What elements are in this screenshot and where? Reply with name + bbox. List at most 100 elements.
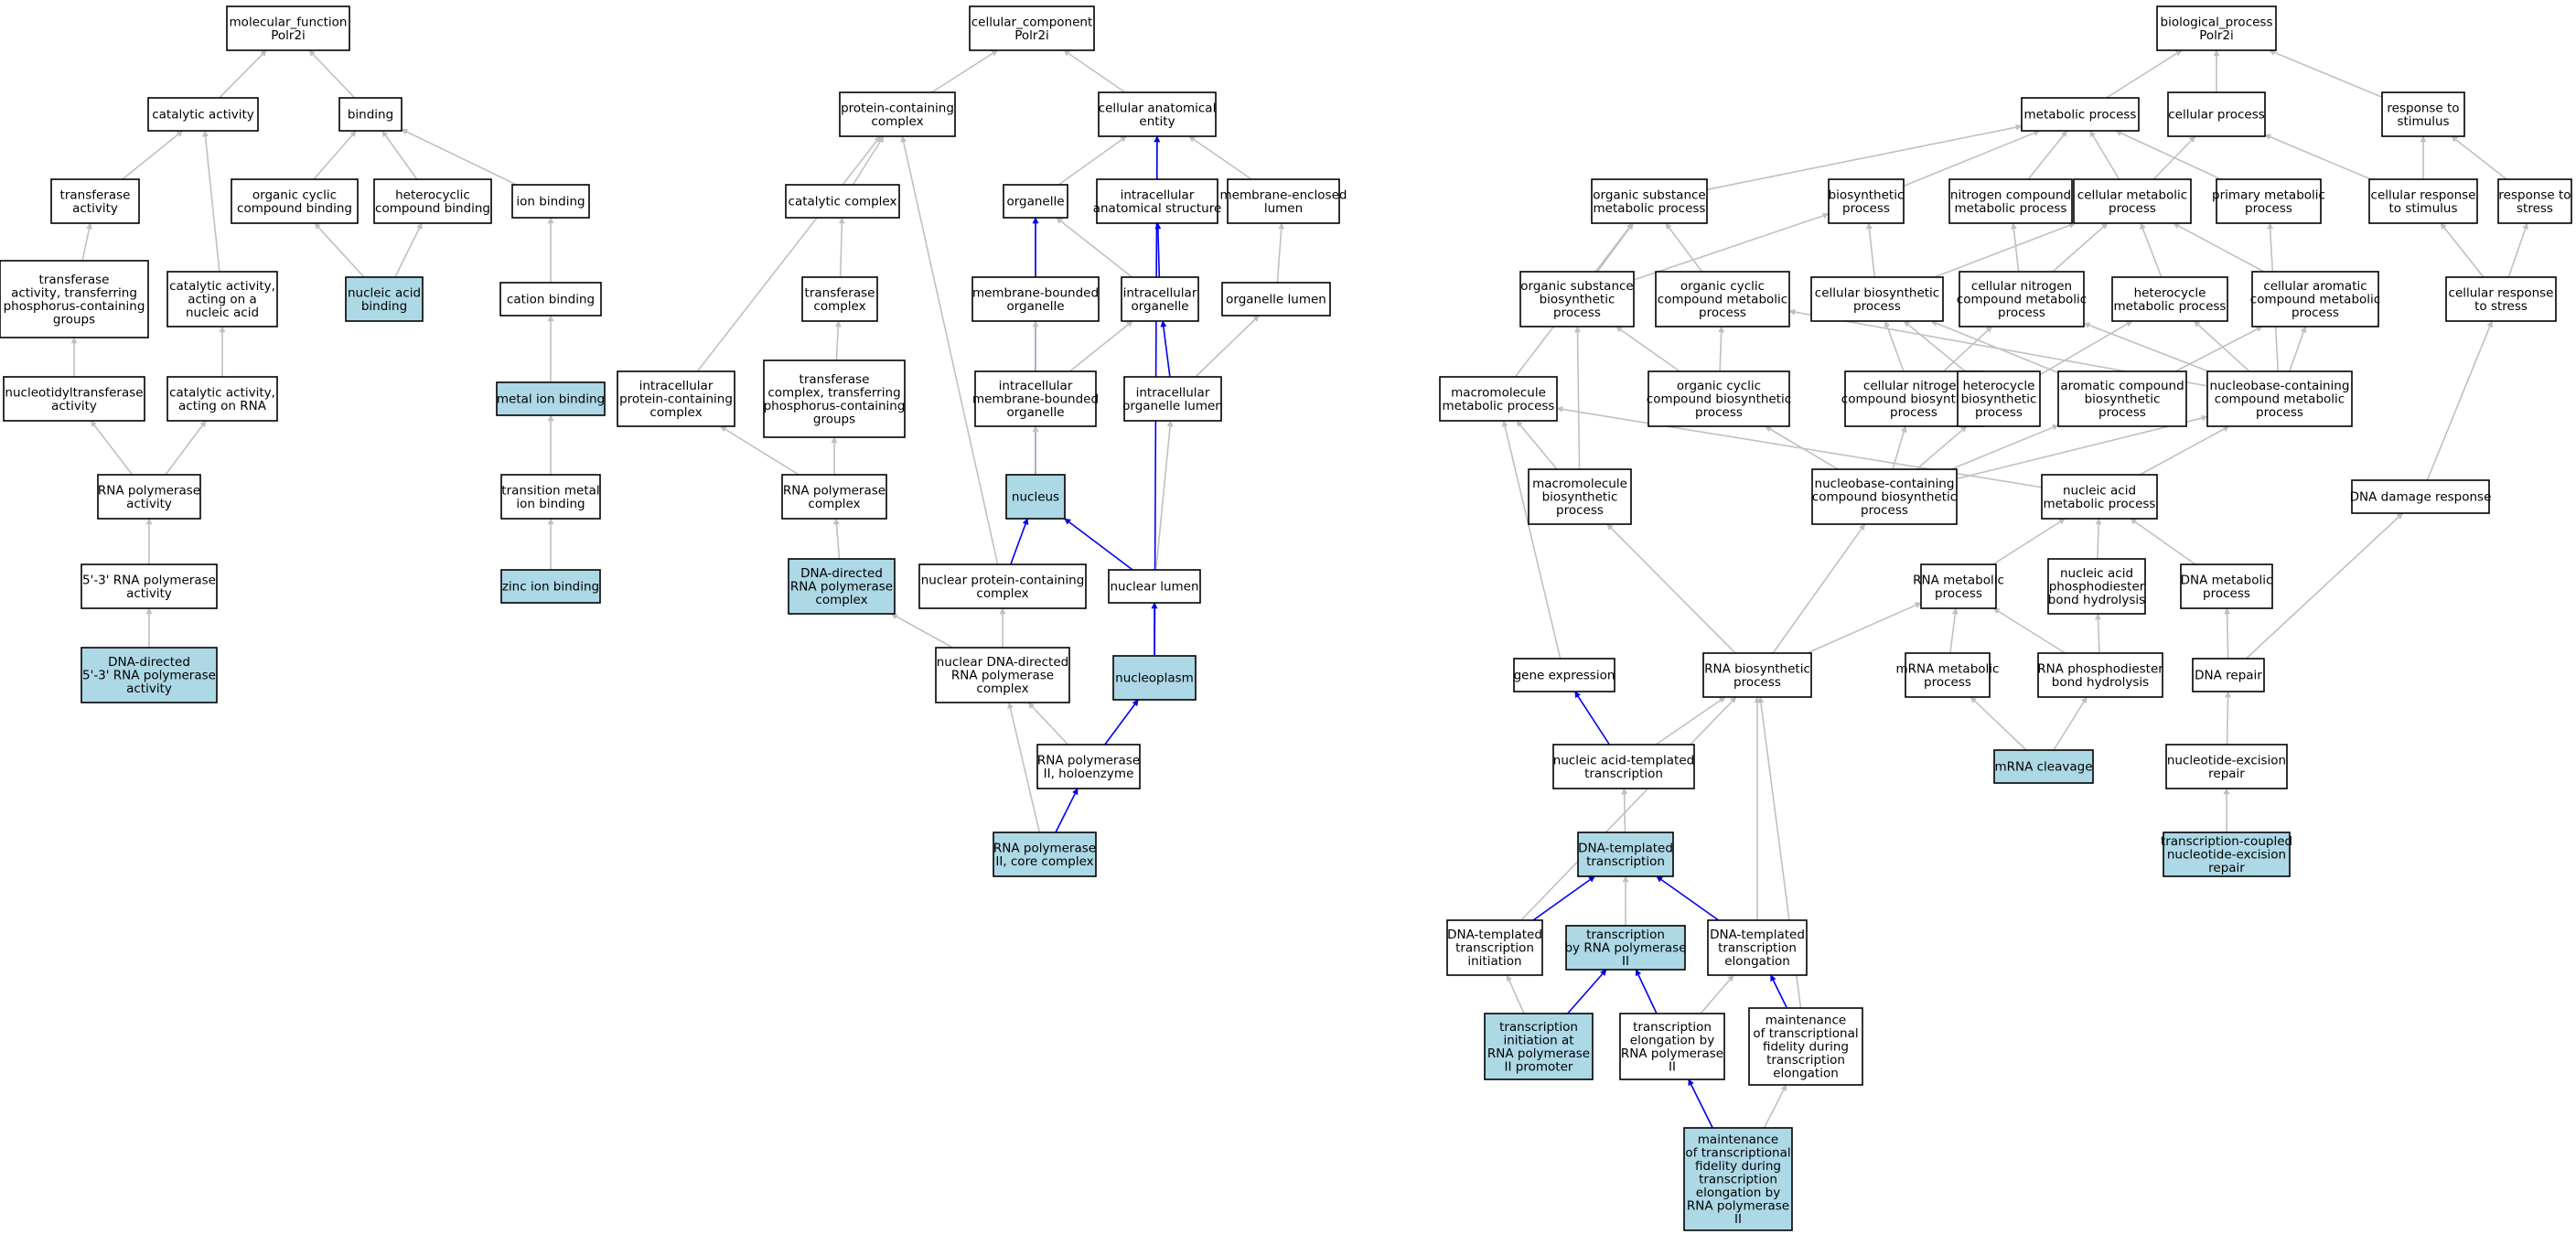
edge bbox=[2139, 425, 2230, 476]
term-node[interactable]: catalytic activity bbox=[147, 97, 259, 132]
term-node[interactable]: metal ion binding bbox=[496, 381, 606, 416]
term-node[interactable]: transcription-couplednucleotide-excision… bbox=[2161, 832, 2292, 877]
term-label-line: activity bbox=[72, 201, 118, 216]
term-node[interactable]: DNA repair bbox=[2192, 658, 2265, 692]
term-node[interactable]: nucleoplasm bbox=[1112, 655, 1197, 701]
term-box bbox=[80, 563, 218, 609]
term-node[interactable]: ion binding bbox=[511, 184, 590, 219]
term-node[interactable]: binding bbox=[338, 97, 402, 132]
term-node[interactable]: gene expression bbox=[1513, 658, 1615, 692]
term-box bbox=[1993, 749, 2094, 784]
term-label-line: Polr2i bbox=[271, 28, 306, 43]
term-node[interactable]: DNA damage response bbox=[2350, 479, 2492, 514]
edge bbox=[931, 49, 999, 93]
term-node[interactable]: catalytic complex bbox=[785, 184, 900, 219]
term-node[interactable]: nucleus bbox=[1005, 474, 1066, 520]
term-node[interactable]: mRNA cleavage bbox=[1993, 749, 2094, 784]
term-node[interactable]: cation binding bbox=[499, 282, 602, 317]
term-node[interactable]: metabolic process bbox=[2021, 97, 2140, 132]
edge-highlighted bbox=[1532, 875, 1595, 921]
term-label-line: RNA polymerase bbox=[1621, 1046, 1723, 1061]
term-box bbox=[935, 647, 1070, 703]
term-node[interactable]: organelle lumen bbox=[1221, 282, 1331, 317]
term-node[interactable]: catalytic activity,acting on RNA bbox=[166, 376, 278, 422]
term-label-line: of transcriptional bbox=[1685, 1146, 1790, 1161]
term-node[interactable]: zinc ion binding bbox=[500, 569, 601, 604]
term-node[interactable]: cellular process bbox=[2167, 91, 2266, 137]
term-node[interactable]: organelle bbox=[1003, 184, 1068, 219]
term-node[interactable]: nuclear lumen bbox=[1108, 569, 1201, 604]
